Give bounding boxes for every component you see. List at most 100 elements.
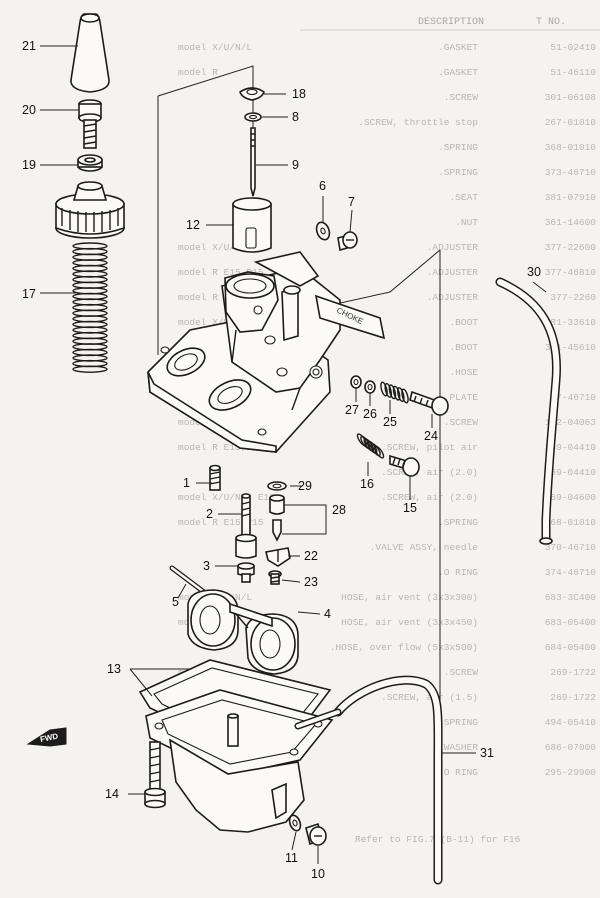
background-part-number: 683-05400 bbox=[545, 617, 597, 628]
background-part-description: .SPRING bbox=[438, 717, 478, 728]
background-part-description: .SCREW, air (2.0) bbox=[381, 492, 478, 503]
background-part-description: .SCREW bbox=[444, 667, 479, 678]
background-part-number: 269-1722 bbox=[550, 667, 596, 678]
part-29-o-ring bbox=[267, 481, 287, 491]
background-part-description: .SCREW bbox=[444, 417, 479, 428]
part-12-throttle-valve bbox=[232, 197, 272, 253]
part-28-needle-valve bbox=[272, 519, 282, 542]
callout-15: 15 bbox=[403, 501, 417, 515]
background-part-note: model R E15,P15 bbox=[178, 292, 264, 303]
background-part-description: .GASKET bbox=[438, 67, 478, 78]
background-part-number: 377-22600 bbox=[545, 242, 597, 253]
callout-13: 13 bbox=[107, 662, 121, 676]
part-17-top-and-spring bbox=[55, 181, 125, 373]
background-part-number: 377-2260 bbox=[550, 292, 596, 303]
background-part-number: 51-02410 bbox=[550, 42, 596, 53]
part-25-spring bbox=[380, 381, 409, 404]
part-1-pilot-jet bbox=[209, 464, 221, 491]
background-part-description: .SCREW, throttle stop bbox=[358, 117, 478, 128]
background-part-description: .HOSE, over flow (5x3x500) bbox=[330, 642, 478, 653]
part-2-needle-jet bbox=[235, 493, 257, 559]
part-15-pilot-air-screw bbox=[389, 454, 420, 477]
background-part-note: model X/U/N/L E13 bbox=[178, 492, 275, 503]
part-26-washer bbox=[364, 380, 376, 394]
background-part-description: .HOSE bbox=[449, 367, 478, 378]
callout-10: 10 bbox=[311, 867, 325, 881]
background-part-number: 683-3C400 bbox=[545, 592, 597, 603]
callout-2: 2 bbox=[206, 507, 213, 521]
background-part-number: 37-46710 bbox=[550, 392, 596, 403]
background-part-number: 374-46710 bbox=[545, 567, 597, 578]
part-9-jet-needle bbox=[250, 127, 256, 197]
part-28-needle-valve-seat bbox=[269, 494, 285, 515]
callout-31: 31 bbox=[480, 746, 494, 760]
background-part-number: 684-05400 bbox=[545, 642, 597, 653]
background-part-number: 269-04410 bbox=[545, 467, 597, 478]
callout-11: 11 bbox=[285, 851, 298, 865]
background-part-number: 301-06108 bbox=[545, 92, 597, 103]
background-part-number: 686-07000 bbox=[545, 742, 597, 753]
background-part-description: HOSE, air vent (3x3x300) bbox=[341, 592, 478, 603]
background-part-note: model R bbox=[178, 67, 218, 78]
callout-25: 25 bbox=[383, 415, 397, 429]
background-part-description: .BOOT bbox=[449, 342, 478, 353]
background-part-description: .PLATE bbox=[444, 392, 479, 403]
background-part-description: .ADJUSTER bbox=[427, 242, 479, 253]
callout-18: 18 bbox=[292, 87, 306, 101]
background-part-number: 295-29900 bbox=[545, 767, 597, 778]
background-part-number: 269-04600 bbox=[545, 492, 597, 503]
part-31-overflow-hose bbox=[294, 675, 443, 885]
background-part-description: HOSE, air vent (3x3x450) bbox=[341, 617, 478, 628]
callout-21: 21 bbox=[22, 39, 36, 53]
header-part-no: T NO. bbox=[536, 17, 566, 28]
background-part-note: model R E15,P15 bbox=[178, 267, 264, 278]
background-part-note: model R E15,P15 bbox=[178, 517, 264, 528]
callout-7: 7 bbox=[348, 195, 355, 209]
background-part-description: .SPRING bbox=[438, 517, 478, 528]
background-part-description: .GASKET bbox=[438, 42, 478, 53]
part-14-screw bbox=[144, 741, 166, 809]
background-part-number: 361-14600 bbox=[545, 217, 597, 228]
background-part-description: .WASHER bbox=[438, 742, 478, 753]
background-part-number: 269-1722 bbox=[550, 692, 596, 703]
callout-24: 24 bbox=[424, 429, 438, 443]
background-part-description: .ADJUSTER bbox=[427, 292, 479, 303]
leader-lines bbox=[40, 45, 547, 864]
background-part-number: 112-04063 bbox=[545, 417, 597, 428]
background-part-number: 368-01010 bbox=[545, 517, 597, 528]
background-part-note: model X/U/N/L bbox=[178, 317, 252, 328]
part-20-adjuster bbox=[78, 99, 102, 149]
part-10-drain-screw bbox=[305, 822, 327, 846]
float-chamber bbox=[145, 689, 334, 833]
background-part-note: model X/U/N/L bbox=[178, 42, 252, 53]
background-part-number: 381-33610 bbox=[545, 317, 597, 328]
background-part-description: .SPRING bbox=[438, 142, 478, 153]
part-24-throttle-stop-screw bbox=[409, 390, 449, 416]
carburetor-body: CHOKE bbox=[147, 251, 386, 453]
callout-3: 3 bbox=[203, 559, 210, 573]
callout-28: 28 bbox=[332, 503, 346, 517]
background-part-description: .ADJUSTER bbox=[427, 267, 479, 278]
callout-6: 6 bbox=[319, 179, 326, 193]
callout-5: 5 bbox=[172, 595, 179, 609]
part-5-float-pin bbox=[169, 565, 207, 595]
callout-14: 14 bbox=[105, 787, 119, 801]
callout-numbers: 21 20 19 17 18 8 9 12 6 7 30 27 26 25 24… bbox=[22, 39, 541, 881]
callout-27: 27 bbox=[345, 403, 359, 417]
background-part-description: .SCREW bbox=[444, 92, 479, 103]
background-part-description: .VALVE ASSY, needle bbox=[370, 542, 479, 553]
callout-22: 22 bbox=[304, 549, 318, 563]
background-part-number: 377-46810 bbox=[545, 267, 597, 278]
callout-29: 29 bbox=[298, 479, 312, 493]
background-part-number: 373-46710 bbox=[545, 167, 597, 178]
part-30-air-vent-hose bbox=[495, 277, 561, 545]
callout-26: 26 bbox=[363, 407, 377, 421]
callout-4: 4 bbox=[324, 607, 331, 621]
background-part-description: .SCREW, air (2.0) bbox=[381, 467, 478, 478]
background-part-description: .SCREW, pilot air bbox=[381, 442, 478, 453]
background-part-note: model X/U/N/L bbox=[178, 242, 252, 253]
callout-19: 19 bbox=[22, 158, 36, 172]
background-part-description: .O RING bbox=[438, 767, 478, 778]
background-part-number: 267-01010 bbox=[545, 117, 597, 128]
